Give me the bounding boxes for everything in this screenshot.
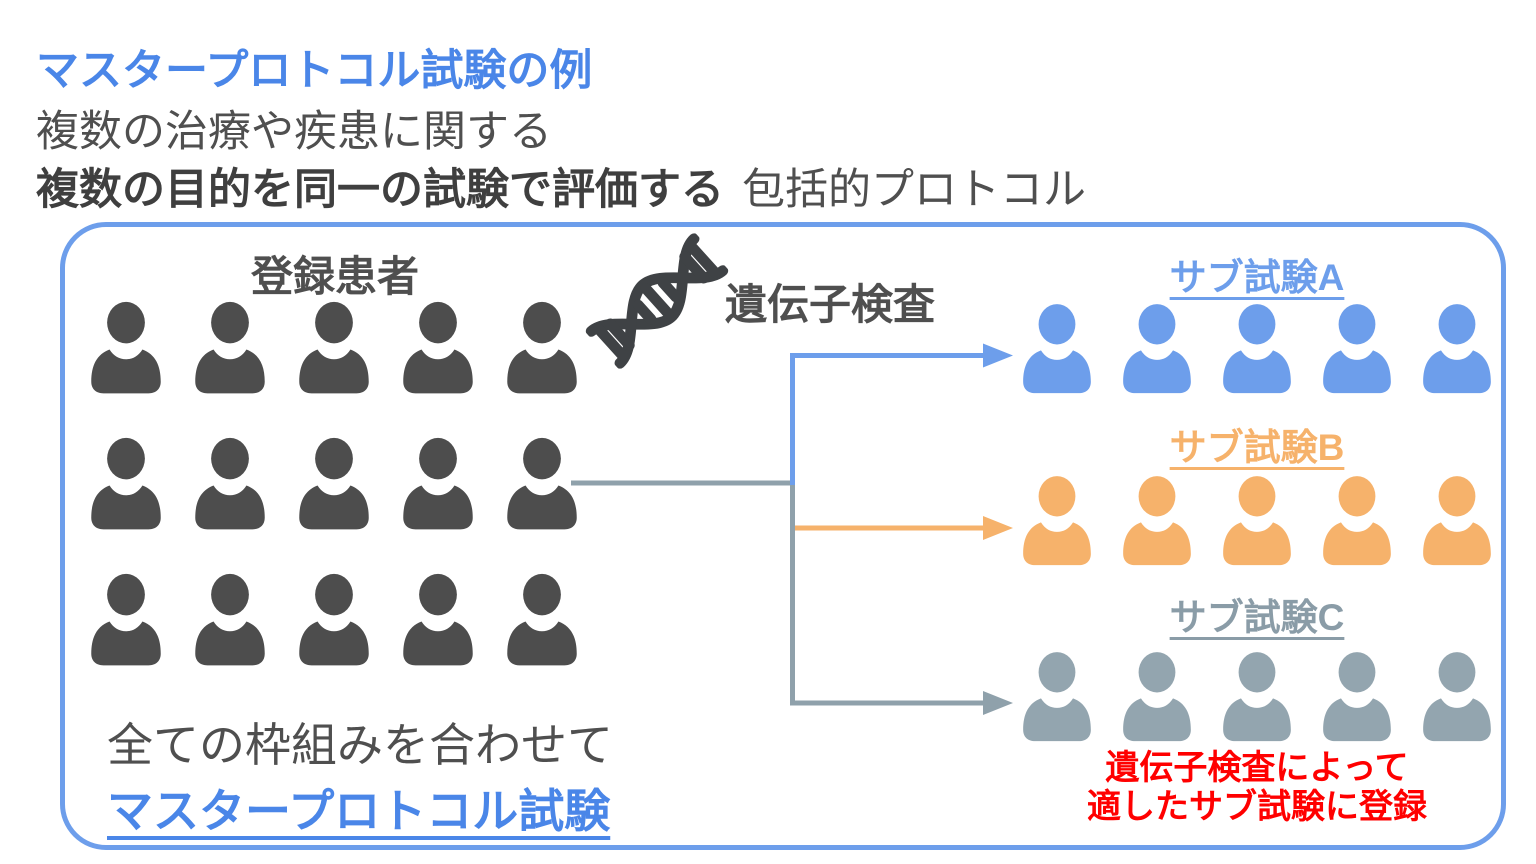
branch-a-line — [790, 353, 983, 485]
person-icon — [1423, 304, 1491, 394]
person-icon — [1223, 476, 1291, 566]
footer-line-1: 全ての枠組みを合わせて — [107, 719, 613, 771]
subtrial-a-patients-row — [1019, 301, 1495, 395]
person-icon — [1423, 476, 1491, 566]
subtitle-line-2: 複数の目的を同一の試験で評価する包括的プロトコル — [36, 155, 1086, 217]
footer-master-protocol-label: マスタープロトコル試験 — [107, 785, 611, 837]
person-icon — [299, 573, 369, 666]
person-icon — [299, 301, 369, 394]
genetic-test-note: 遺伝子検査によって 適したサブ試験に登録 — [1017, 749, 1497, 827]
master-protocol-box: 登録患者 遺伝子検査 サブ試験A サブ試験B サブ試験C — [60, 222, 1506, 850]
person-icon — [403, 301, 473, 394]
person-icon — [1123, 304, 1191, 394]
subtrial-c-label: サブ試験C — [1169, 597, 1345, 638]
person-icon — [507, 437, 577, 530]
person-icon — [507, 573, 577, 666]
person-icon — [403, 437, 473, 530]
subtrial-b-label: サブ試験B — [1169, 427, 1345, 468]
note-line-2: 適したサブ試験に登録 — [1087, 788, 1427, 827]
enrolled-patients-grid — [87, 299, 581, 667]
dna-icon — [559, 204, 755, 398]
person-icon — [1123, 476, 1191, 566]
person-icon — [195, 573, 265, 666]
person-icon — [1023, 476, 1091, 566]
subtrial-a-label: サブ試験A — [1169, 257, 1345, 298]
branch-b-arrowhead — [983, 516, 1013, 540]
enrolled-patients-label: 登録患者 — [250, 253, 419, 300]
person-icon — [1223, 304, 1291, 394]
person-icon — [195, 301, 265, 394]
person-icon — [91, 301, 161, 394]
person-icon — [1123, 652, 1191, 742]
person-icon — [91, 437, 161, 530]
person-icon — [91, 573, 161, 666]
page-title: マスタープロトコル試験の例 — [36, 47, 593, 95]
subtitle-line-1: 複数の治療や疾患に関する — [36, 108, 552, 156]
subtrial-b-patients-row — [1019, 473, 1495, 567]
person-icon — [1223, 652, 1291, 742]
person-icon — [1023, 652, 1091, 742]
person-icon — [195, 437, 265, 530]
person-icon — [1323, 304, 1391, 394]
person-icon — [403, 573, 473, 666]
person-icon — [1323, 476, 1391, 566]
note-line-1: 遺伝子検査によって — [1105, 749, 1409, 787]
person-icon — [1323, 652, 1391, 742]
person-icon — [1423, 652, 1491, 742]
branch-a-arrowhead — [983, 343, 1013, 368]
person-icon — [1023, 304, 1091, 394]
subtitle-bold-part: 複数の目的を同一の試験で評価する — [36, 166, 724, 214]
branch-connector — [571, 343, 1013, 715]
genetic-test-label: 遺伝子検査 — [725, 281, 936, 328]
branch-c-arrowhead — [983, 691, 1013, 715]
person-icon — [507, 301, 577, 394]
subtitle-regular-part: 包括的プロトコル — [742, 166, 1086, 214]
branch-c-line — [790, 481, 983, 706]
person-icon — [299, 437, 369, 530]
subtrial-c-patients-row — [1019, 649, 1495, 743]
